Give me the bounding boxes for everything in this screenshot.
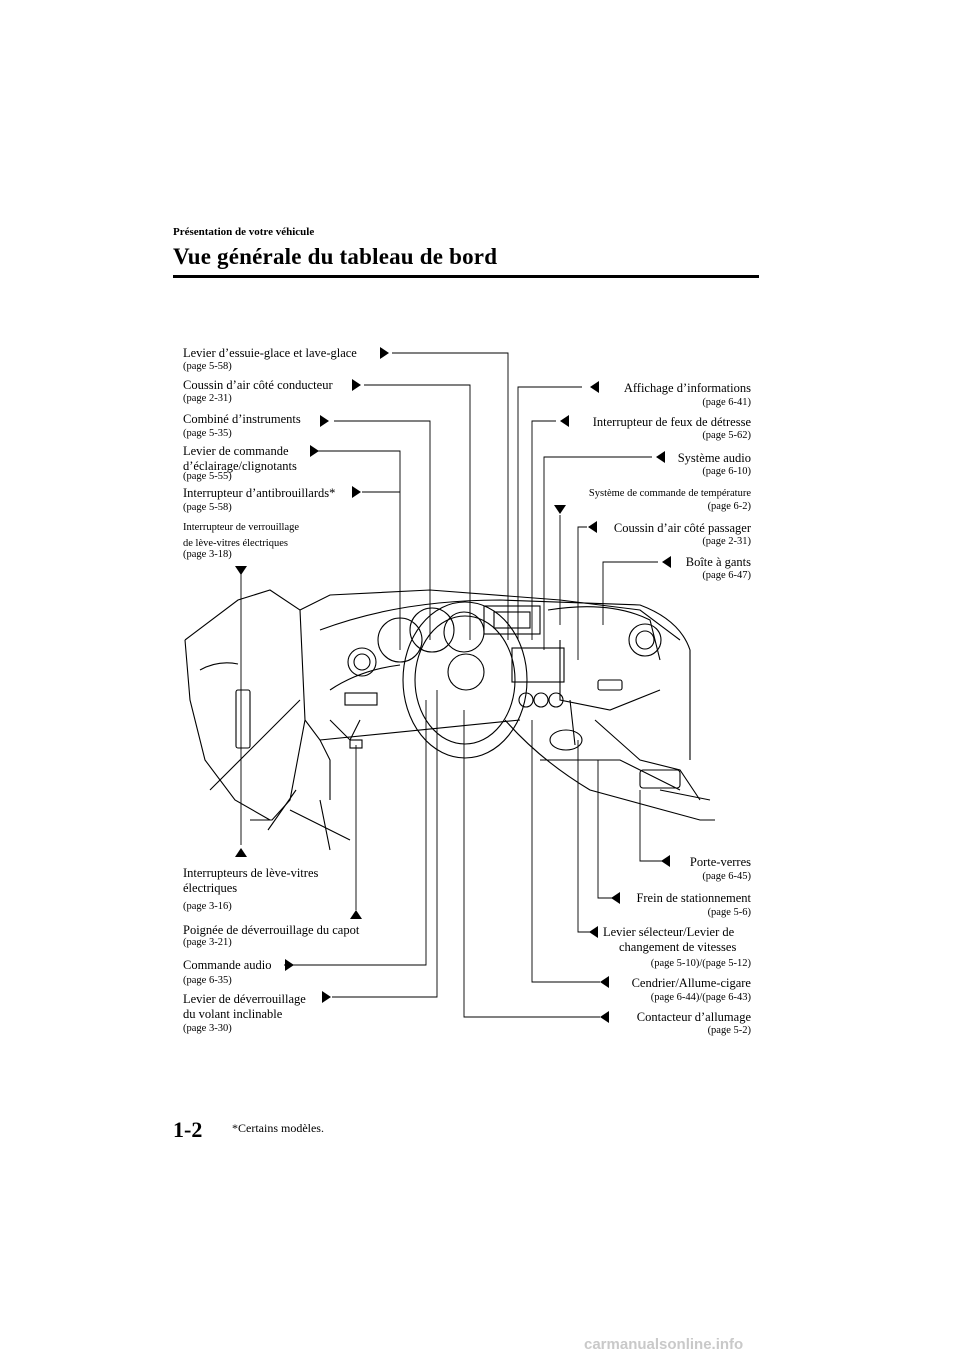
label-tilt-release: Levier de déverrouillage — [183, 992, 306, 1006]
label-hood-release: Poignée de déverrouillage du capot — [183, 923, 360, 937]
page-ref-driver-airbag: (page 2-31) — [183, 393, 232, 404]
leader-tilt — [332, 690, 438, 998]
label-audio-control: Commande audio — [183, 958, 272, 972]
dashboard-drawing — [184, 589, 715, 851]
label-ashtray: Cendrier/Allume-cigare — [631, 976, 751, 990]
leader-lighting — [314, 450, 401, 650]
page-ref-power-windows: (page 3-16) — [183, 901, 232, 912]
page-ref-info-display: (page 6-41) — [702, 397, 751, 408]
page-ref-tilt-release: (page 3-30) — [183, 1023, 232, 1034]
pointer-arrow-icon — [600, 1011, 609, 1023]
label-lighting-lever-2: d’éclairage/clignotants — [183, 459, 297, 473]
watermark[interactable]: carmanualsonline.info — [584, 1336, 744, 1353]
page-ref-fog-light: (page 5-58) — [183, 502, 232, 513]
label-fog-light: Interrupteur d’antibrouillards* — [183, 486, 336, 500]
footnote: *Certains modèles. — [232, 1121, 324, 1135]
leader-hazard — [531, 420, 556, 640]
pointer-arrow-icon — [661, 855, 670, 867]
leader-ashtray — [531, 720, 600, 983]
label-glovebox: Boîte à gants — [685, 555, 751, 569]
label-parking-brake: Frein de stationnement — [636, 891, 751, 905]
label-wiper: Levier d’essuie-glace et lave-glace — [183, 346, 357, 360]
label-power-windows: Interrupteurs de lève-vitres — [183, 866, 319, 880]
pointer-arrow-icon — [352, 486, 361, 498]
pointer-arrow-icon — [560, 415, 569, 427]
pointer-arrow-icon — [320, 415, 329, 427]
label-instrument-cluster: Combiné d’instruments — [183, 412, 301, 426]
pointer-arrow-icon — [350, 910, 362, 919]
leader-cupholder — [639, 790, 662, 862]
page-ref-audio-control: (page 6-35) — [183, 975, 232, 986]
page-ref-ignition: (page 5-2) — [707, 1025, 751, 1036]
page-ref-ashtray: (page 6-44)/(page 6-43) — [650, 992, 751, 1003]
label-driver-airbag: Coussin d’air côté conducteur — [183, 378, 333, 392]
page-number: 1-2 — [173, 1117, 203, 1142]
leader-driver-airbag — [364, 384, 471, 640]
leader-lines — [240, 352, 662, 1018]
pointer-arrow-icon — [380, 347, 389, 359]
page-title: Vue générale du tableau de bord — [173, 244, 498, 269]
page-ref-cupholder: (page 6-45) — [702, 871, 751, 882]
label-window-lock: Interrupteur de verrouillage — [183, 522, 300, 533]
page-ref-window-lock: (page 3-18) — [183, 549, 232, 560]
page-ref-climate-control: (page 6-2) — [707, 501, 751, 512]
label-passenger-airbag: Coussin d’air côté passager — [613, 521, 751, 535]
leader-glovebox — [602, 561, 658, 625]
label-power-windows-2: électriques — [183, 881, 238, 895]
label-audio-system: Système audio — [677, 451, 751, 465]
leader-passenger-airbag — [577, 526, 587, 660]
pointer-arrow-icon — [588, 521, 597, 533]
leader-info-display — [517, 386, 582, 640]
leader-ignition — [463, 710, 600, 1018]
pointer-arrow-icon — [235, 566, 247, 575]
page-ref-hazard: (page 5-62) — [702, 430, 751, 441]
leader-audio-system — [543, 456, 652, 650]
leader-audio-control — [284, 700, 427, 966]
page-ref-selector-lever: (page 5-10)/(page 5-12) — [650, 958, 751, 969]
pointer-arrow-icon — [310, 445, 319, 457]
pointer-arrow-icon — [285, 959, 294, 971]
label-info-display: Affichage d’informations — [623, 381, 751, 395]
page-ref-wiper: (page 5-58) — [183, 361, 232, 372]
page-ref-audio-system: (page 6-10) — [702, 466, 751, 477]
page-ref-lighting-lever: (page 5-55) — [183, 471, 232, 482]
pointer-arrow-icon — [611, 892, 620, 904]
pointer-arrow-icon — [662, 556, 671, 568]
leader-selector — [577, 740, 590, 933]
leader-wiper — [392, 352, 509, 640]
label-tilt-release-2: du volant inclinable — [183, 1007, 283, 1021]
page-ref-parking-brake: (page 5-6) — [707, 907, 751, 918]
pointer-arrow-icon — [554, 505, 566, 514]
pointer-arrow-icon — [600, 976, 609, 988]
leader-parking-brake — [597, 760, 612, 899]
pointer-arrow-icon — [590, 381, 599, 393]
label-climate-control: Système de commande de température — [588, 488, 751, 499]
label-selector-lever-2: changement de vitesses — [619, 940, 737, 954]
pointer-arrow-icon — [352, 379, 361, 391]
section-heading: Présentation de votre véhicule — [173, 226, 315, 238]
label-lighting-lever: Levier de commande — [183, 444, 289, 458]
label-cupholder: Porte-verres — [689, 855, 751, 869]
pointer-arrow-icon — [656, 451, 665, 463]
pointer-arrow-icon — [589, 926, 598, 938]
label-selector-lever: Levier sélecteur/Levier de — [603, 925, 735, 939]
pointer-arrow-icon — [322, 991, 331, 1003]
label-hazard: Interrupteur de feux de détresse — [592, 415, 751, 429]
title-rule — [173, 275, 759, 278]
page-ref-passenger-airbag: (page 2-31) — [702, 536, 751, 547]
page-ref-glovebox: (page 6-47) — [702, 570, 751, 581]
label-ignition: Contacteur d’allumage — [636, 1010, 751, 1024]
page-ref-instrument-cluster: (page 5-35) — [183, 428, 232, 439]
pointer-arrow-icon — [235, 848, 247, 857]
label-window-lock-2: de lève-vitres électriques — [183, 538, 288, 549]
leader-instruments — [334, 420, 431, 640]
page-ref-hood-release: (page 3-21) — [183, 937, 232, 948]
